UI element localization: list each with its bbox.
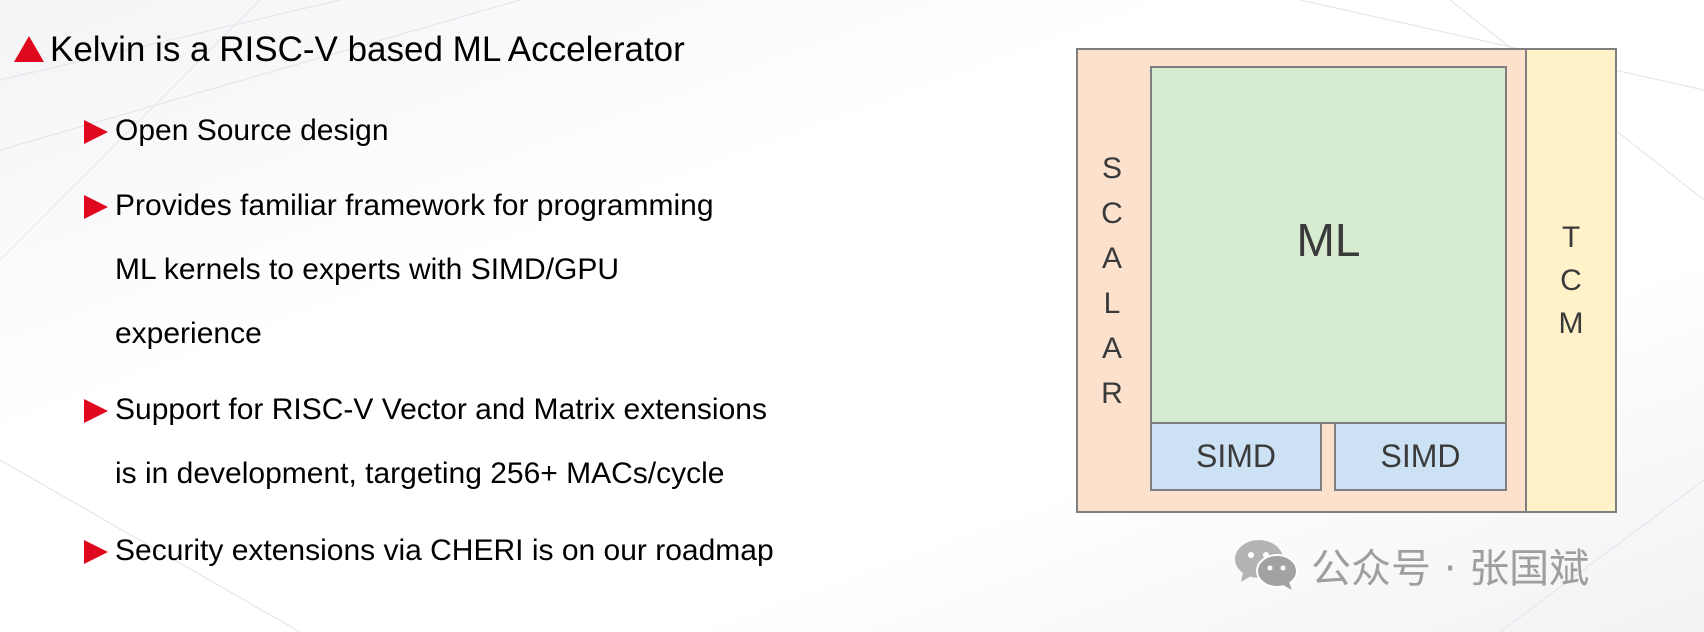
bullet-line: Open Source design [115, 114, 389, 147]
triangle-right-icon [84, 120, 108, 144]
tcm-label: T C M [1525, 216, 1617, 345]
bullet-framework: Provides familiar framework for programm… [84, 174, 714, 366]
architecture-diagram: S C A L A R T C M ML SIMD SIMD [1076, 48, 1617, 513]
triangle-up-icon [14, 36, 44, 62]
bullet-line: Support for RISC-V Vector and Matrix ext… [115, 393, 767, 426]
watermark: 公众号 · 张国斌 [1233, 538, 1589, 592]
tcm-letter: T [1561, 221, 1581, 254]
scalar-letter: R [1101, 377, 1123, 410]
scalar-letter: S [1101, 152, 1122, 185]
bullet-line: experience [115, 317, 262, 350]
bullet-line: Provides familiar framework for programm… [115, 189, 714, 222]
ml-block [1150, 66, 1507, 424]
simd-label-right: SIMD [1380, 438, 1461, 474]
scalar-letter: A [1101, 242, 1122, 275]
watermark-text: 公众号 · 张国斌 [1311, 546, 1590, 592]
scalar-letter: C [1101, 197, 1123, 230]
bullet-vector-matrix: Support for RISC-V Vector and Matrix ext… [84, 378, 767, 506]
slide-heading: Kelvin is a RISC-V based ML Accelerator [14, 30, 685, 70]
triangle-right-icon [84, 540, 108, 564]
triangle-right-icon [84, 399, 108, 423]
scalar-label: S C A L A R [1084, 146, 1140, 416]
ml-label: ML [1296, 214, 1361, 266]
simd-label-left: SIMD [1196, 438, 1276, 474]
bullet-line: is in development, targeting 256+ MACs/c… [115, 457, 725, 490]
tcm-block [1525, 48, 1617, 513]
triangle-right-icon [84, 195, 108, 219]
simd-block-left [1150, 422, 1322, 491]
bullet-open-source: Open Source design [84, 99, 389, 163]
bullet-security: Security extensions via CHERI is on our … [84, 519, 774, 583]
simd-block-right [1334, 422, 1507, 491]
scalar-letter: A [1101, 332, 1122, 365]
tcm-letter: M [1558, 307, 1584, 340]
heading-text: Kelvin is a RISC-V based ML Accelerator [50, 30, 685, 69]
scalar-letter: L [1103, 287, 1121, 320]
bullet-line: ML kernels to experts with SIMD/GPU [115, 253, 620, 286]
wechat-icon [1235, 540, 1298, 590]
tcm-letter: C [1560, 264, 1582, 297]
bullet-line: Security extensions via CHERI is on our … [115, 534, 774, 567]
